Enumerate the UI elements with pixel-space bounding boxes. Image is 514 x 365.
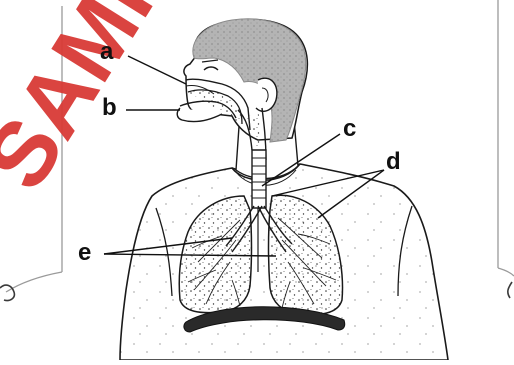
label-d: d (386, 150, 401, 174)
label-a: a (100, 40, 113, 64)
trachea (252, 150, 266, 208)
label-b: b (102, 96, 117, 120)
label-c: c (343, 117, 356, 141)
label-e: e (78, 241, 91, 265)
